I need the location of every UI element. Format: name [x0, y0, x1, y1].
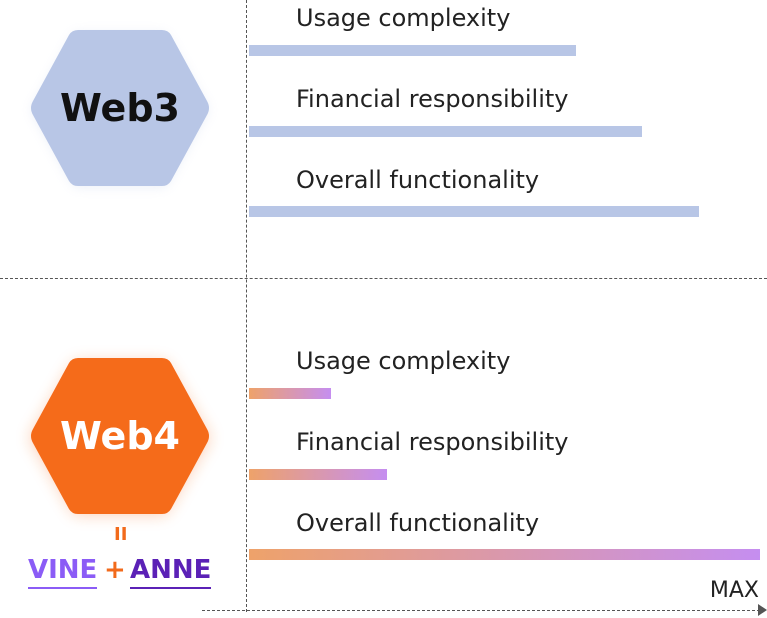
web4-label-financial: Financial responsibility [296, 428, 569, 456]
web3-label-usage: Usage complexity [296, 4, 511, 32]
web3-label-financial: Financial responsibility [296, 85, 569, 113]
web3-label: Web3 [60, 86, 180, 130]
brand-anne: ANNE [130, 555, 212, 589]
web4-bar-functionality [249, 549, 760, 560]
web3-bar-financial [249, 126, 642, 137]
equals-sign: II [114, 524, 128, 545]
web4-bar-financial [249, 469, 387, 480]
brand-vine: VINE [28, 555, 98, 589]
x-axis-arrow-icon [758, 604, 767, 616]
web4-label-functionality: Overall functionality [296, 509, 540, 537]
web4-label: Web4 [60, 414, 180, 458]
web4-bar-usage [249, 388, 331, 399]
web3-hexagon [31, 30, 209, 186]
x-axis-line [202, 610, 760, 611]
web4-label-usage: Usage complexity [296, 347, 511, 375]
brand-plus: + [104, 555, 126, 585]
x-axis-max-label: MAX [709, 578, 759, 603]
web3-label-functionality: Overall functionality [296, 166, 540, 194]
horizontal-divider [0, 278, 767, 279]
web3-bar-usage [249, 45, 576, 56]
web4-hexagon [31, 358, 209, 514]
vertical-divider [246, 0, 247, 612]
web3-bar-functionality [249, 206, 699, 217]
